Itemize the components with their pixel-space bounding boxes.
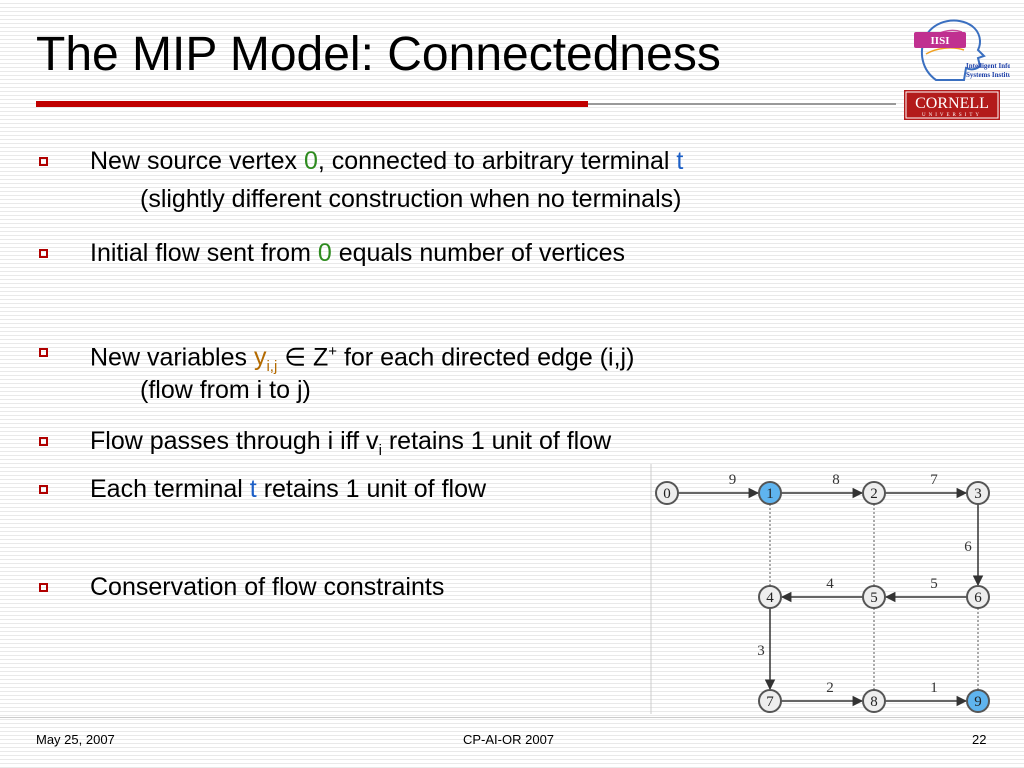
graph-node-label: 2 [870,486,878,502]
bullet-text: retains 1 unit of flow [381,427,612,455]
footer-divider [0,717,1024,718]
title-underline-grey [588,103,896,105]
graph-node-4 [758,585,782,609]
graph-node-9 [966,689,990,713]
bullet-text: Flow passes through i iff v [90,427,379,455]
footer-event: CP-AI-OR 2007 [463,732,555,747]
iisi-logo-line2: Systems Institute [966,71,1010,79]
bullet-text: for each directed edge (i,j) [337,343,635,372]
graph-node-label: 0 [663,486,671,502]
graph-node-label: 9 [974,694,982,710]
bullet-text: Conservation of flow constraints [90,573,445,601]
bullet-text: , connected to arbitrary terminal [317,147,677,175]
bullet-marker [39,348,48,357]
graph-node-1 [758,481,782,505]
variable-y-symbol: y [253,343,267,372]
graph-node-5 [862,585,886,609]
graph-node-label: 1 [766,486,774,502]
cornell-logo-sub: UNIVERSITY [922,113,982,118]
variable-y-index: i,j [266,358,278,376]
source-vertex-label: 0 [303,147,318,175]
bullet-flow-passes: Flow passes through i iff vi retains 1 u… [39,426,612,466]
title-underline-red [36,101,588,107]
bullet-text: Each terminal [90,475,250,503]
iisi-logo: IISI Intelligent Information Systems Ins… [914,19,1010,81]
bullet-text: New variables [90,343,254,372]
integer-set-superscript: + [328,343,338,360]
graph-edge-label: 5 [930,576,938,592]
bullet-conservation: Conservation of flow constraints [39,572,445,602]
graph-node-3 [966,481,990,505]
bullet-initial-flow: Initial flow sent from 0 equals number o… [39,238,625,268]
graph-edge-label: 8 [832,472,840,488]
graph-node-label: 7 [766,694,774,710]
bullet-each-terminal: Each terminal t retains 1 unit of flow [39,474,487,504]
bullet-marker [39,485,48,494]
terminal-label: t [249,475,257,503]
bullet-text: equals number of vertices [331,239,625,267]
iisi-logo-banner [914,32,966,48]
bullet-text: retains 1 unit of flow [256,475,487,503]
bullet-subline: (flow from i to j) [140,376,311,404]
terminal-label: t [676,147,684,175]
slide-title: The MIP Model: Connectedness [36,28,721,81]
graph-node-label: 6 [974,590,982,606]
graph-node-8 [862,689,886,713]
graph-edge-label: 3 [757,643,765,659]
source-vertex-label: 0 [317,239,332,267]
cornell-logo: CORNELL UNIVERSITY [904,90,1000,120]
bullet-marker [39,157,48,166]
graph-node-2 [862,481,886,505]
graph-edge-label: 2 [826,680,834,696]
bullet-new-variables: New variables yi,j ∈ Z+ for each directe… [39,337,635,404]
bullet-marker [39,437,48,446]
integer-set-symbol: Z [312,343,329,372]
cornell-logo-name: CORNELL [915,95,989,112]
graph-node-label: 8 [870,694,878,710]
bullet-marker [39,583,48,592]
bullet-subline: (slightly different construction when no… [140,185,682,213]
graph-node-label: 3 [974,486,982,502]
bullet-marker [39,249,48,258]
vertex-index: i [378,442,382,459]
variable-y: yi,j [253,343,277,375]
graph-node-label: 5 [870,590,878,606]
iisi-logo-line1: Intelligent Information [966,62,1010,70]
element-of-symbol: ∈ [277,343,313,372]
graph-node-label: 4 [766,590,774,606]
graph-edge-label: 6 [964,539,972,555]
graph-edge-label: 4 [826,576,834,592]
footer-date: May 25, 2007 [36,732,115,747]
graph-node-0 [655,481,679,505]
bullet-text: New source vertex [90,147,304,175]
flow-graph: 9 8 7 6 5 4 3 2 1 0 1 2 3 4 5 6 7 8 9 [650,464,990,714]
iisi-logo-mark: IISI [931,35,950,47]
bullet-text: Initial flow sent from [90,239,318,267]
footer-page-number: 22 [972,732,987,747]
bullet-new-source-vertex: New source vertex 0, connected to arbitr… [39,146,684,213]
graph-node-7 [758,689,782,713]
graph-edge-label: 1 [930,680,938,696]
graph-node-6 [966,585,990,609]
graph-edge-label: 9 [729,472,737,488]
title-underline [36,101,896,107]
graph-edge-label: 7 [930,472,938,488]
